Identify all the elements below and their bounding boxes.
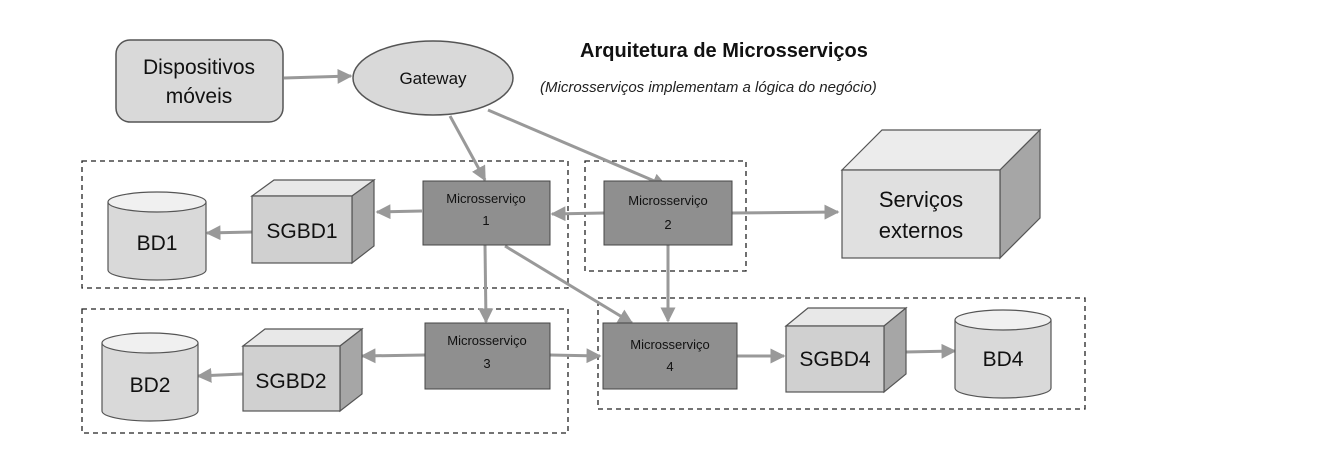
bd4-database-node: BD4 [954,309,1052,399]
arrow-sgbd2-bd2 [196,367,244,383]
microservice-3-line2: 3 [483,356,490,371]
sgbd4-label: SGBD4 [799,348,871,371]
external-services-line1: Serviços [879,187,963,212]
microservice-1-line2: 1 [482,213,489,228]
sgbd2-node: SGBD2 [241,327,364,413]
sgbd1-label: SGBD1 [266,220,337,243]
microservice-3-line1: Microsserviço [447,333,526,348]
group-ms2-boundary [584,160,747,272]
microservice-4-node: Microsserviço 4 [602,322,738,390]
microservice-1-line1: Microsserviço [446,191,525,206]
arrow-gateway-ms1 [448,115,487,182]
bd1-database-node: BD1 [107,191,207,281]
arrow-ms3-sgbd2 [360,348,426,364]
microservice-2-node: Microsserviço 2 [603,180,733,246]
external-services-line2: externos [879,218,963,243]
mobile-devices-line2: móveis [166,85,233,108]
microservice-1-node: Microsserviço 1 [422,180,551,246]
group-ms4-boundary [597,297,1086,410]
gateway-label: Gateway [399,69,467,88]
arrow-ms1-ms4 [504,244,634,325]
bd1-label: BD1 [137,232,178,255]
arrow-gateway-ms2 [487,108,668,188]
microservice-4-line2: 4 [666,359,673,374]
arrow-ms2-external [731,204,840,220]
sgbd4-node: SGBD4 [784,306,908,394]
microservice-4-line1: Microsserviço [630,337,709,352]
bd2-database-node: BD2 [101,332,199,422]
arrow-ms2-ms1 [550,206,605,222]
group-ms1-boundary [81,160,569,289]
microservice-2-line2: 2 [664,217,671,232]
group-ms3-boundary [81,308,569,434]
diagram-subtitle: (Microsserviços implementam a lógica do … [540,79,877,96]
gateway-node: Gateway [352,40,514,116]
arrow-ms1-ms3 [478,244,494,324]
mobile-devices-line1: Dispositivos [143,56,255,79]
arrow-sgbd4-bd4 [904,343,957,359]
sgbd1-node: SGBD1 [250,178,376,265]
arrow-ms3-ms4 [549,348,602,364]
bd2-label: BD2 [130,374,171,397]
mobile-devices-node: Dispositivos móveis [115,39,284,123]
arrow-devices-gateway [283,68,353,84]
microservice-3-node: Microsserviço 3 [424,322,551,390]
external-services-node: Serviços externos [840,128,1042,260]
arrow-ms1-sgbd1 [375,204,423,220]
arrow-sgbd1-bd1 [205,225,253,241]
bd4-label: BD4 [983,348,1024,371]
diagram-title: Arquitetura de Microsserviços [580,40,868,62]
sgbd2-label: SGBD2 [255,370,326,393]
microservice-2-line1: Microsserviço [628,193,707,208]
